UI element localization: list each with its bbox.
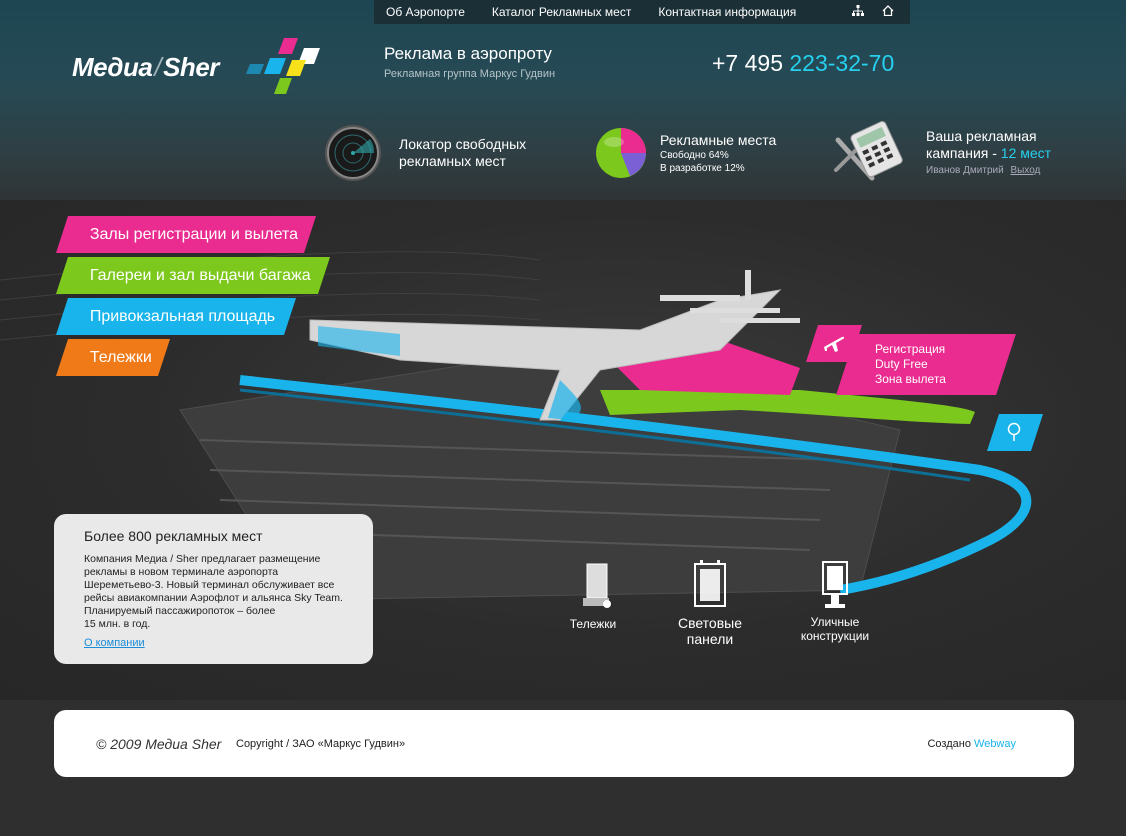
info-box: Более 800 рекламных мест Компания Медиа … bbox=[54, 514, 373, 664]
nav-catalog[interactable]: Каталог Рекламных мест bbox=[491, 5, 632, 19]
equipment-light-panels[interactable]: Световые панели bbox=[670, 560, 750, 647]
panels-label-line2: панели bbox=[686, 631, 734, 647]
places-development: В разработке 12% bbox=[660, 162, 745, 174]
nav-contacts[interactable]: Контактная информация bbox=[658, 5, 797, 19]
registration-zone-text: Регистрация Duty Free Зона вылета bbox=[875, 342, 946, 387]
light-panel-icon bbox=[694, 560, 726, 607]
zone-registration-departure[interactable]: Залы регистрации и вылета bbox=[55, 216, 317, 253]
logo-part1: Медиа bbox=[72, 52, 153, 82]
tag-line-duty-free: Duty Free bbox=[875, 357, 928, 371]
footer-copyright: © 2009 Медиа Sher bbox=[96, 736, 222, 752]
tag-line-departure: Зона вылета bbox=[875, 372, 946, 386]
places-widget[interactable]: Рекламные места Свободно 64% В разработк… bbox=[594, 126, 776, 180]
places-title: Рекламные места bbox=[660, 131, 777, 148]
info-line: рейсы авиакомпании Аэрофлот и альянса Sk… bbox=[84, 592, 343, 604]
logo[interactable]: Медиа/Sher bbox=[72, 38, 332, 96]
header-tagline: Реклама в аэропроту Рекламная группа Мар… bbox=[384, 44, 555, 80]
places-free: Свободно 64% bbox=[660, 149, 729, 161]
campaign-count[interactable]: 12 мест bbox=[1000, 145, 1052, 161]
locator-title-line1: Локатор свободных bbox=[399, 136, 527, 152]
info-line: 15 млн. в год. bbox=[84, 618, 151, 630]
nav-about-airport[interactable]: Об Аэропорте bbox=[386, 5, 465, 19]
phone-tools-icon bbox=[834, 121, 903, 181]
info-heading: Более 800 рекламных мест bbox=[84, 528, 263, 544]
cart-icon bbox=[583, 563, 611, 608]
airplane-icon bbox=[824, 336, 845, 352]
phone-prefix: +7 495 bbox=[712, 50, 783, 76]
locator-title-line2: рекламных мест bbox=[399, 153, 506, 169]
logo-text: Медиа/Sher bbox=[72, 52, 219, 82]
zone-galleries-baggage[interactable]: Галереи и зал выдачи багажа bbox=[55, 257, 331, 294]
carts-label: Тележки bbox=[569, 617, 617, 631]
info-text: Компания Медиа / Sher предлагает размеще… bbox=[84, 553, 355, 631]
footer: © 2009 Медиа Sher Copyright / ЗАО «Марку… bbox=[54, 710, 1074, 777]
zone-green bbox=[600, 390, 975, 424]
footer-company: Copyright / ЗАО «Маркус Гудвин» bbox=[236, 738, 406, 750]
street-label-line1: Уличные bbox=[810, 615, 860, 629]
equipment-street-constructions[interactable]: Уличные конструкции bbox=[794, 560, 876, 643]
logo-squares-icon bbox=[246, 38, 320, 94]
road-cyan bbox=[239, 375, 1032, 595]
top-navigation: Об Аэропорте Каталог Рекламных мест Конт… bbox=[374, 0, 910, 24]
location-pin-icon bbox=[1007, 422, 1021, 441]
webway-link[interactable]: Webway bbox=[974, 738, 1016, 750]
panels-label-line1: Световые bbox=[677, 615, 743, 631]
campaign-widget[interactable]: Ваша рекламная кампания - 12 мест Иванов… bbox=[832, 120, 1051, 184]
zone-label: Залы регистрации и вылета bbox=[90, 225, 299, 243]
info-line: Планируемый пассажиропоток – более bbox=[84, 605, 276, 617]
created-by-label: Создано bbox=[927, 738, 971, 750]
locator-widget[interactable]: Локатор свободных рекламных мест bbox=[324, 124, 526, 182]
billboard-icon bbox=[822, 561, 848, 608]
sitemap-icon[interactable] bbox=[852, 5, 864, 19]
site-title: Реклама в аэропроту bbox=[384, 44, 552, 63]
zone-station-square[interactable]: Привокзальная площадь bbox=[55, 298, 297, 335]
campaign-title-line1: Ваша рекламная bbox=[926, 128, 1037, 144]
about-company-link[interactable]: О компании bbox=[84, 637, 145, 649]
tag-line-registration: Регистрация bbox=[875, 342, 946, 356]
home-icon[interactable] bbox=[882, 5, 894, 19]
logout-link[interactable]: Выход bbox=[1010, 165, 1041, 176]
site-subtitle: Рекламная группа Маркус Гудвин bbox=[384, 68, 556, 80]
nav-icons bbox=[852, 5, 910, 19]
phone: +7 495 223-32-70 bbox=[712, 50, 894, 77]
phone-number: 223-32-70 bbox=[789, 50, 895, 76]
zone-label: Привокзальная площадь bbox=[90, 307, 276, 325]
zone-label: Тележки bbox=[90, 348, 152, 366]
user-name: Иванов Дмитрий bbox=[926, 165, 1004, 176]
info-line: Шереметьево-3. Новый терминал обслуживае… bbox=[84, 579, 335, 591]
street-label-line2: конструкции bbox=[800, 629, 870, 643]
logo-part2: Sher bbox=[163, 52, 219, 82]
header-background bbox=[0, 0, 1126, 220]
zone-label: Галереи и зал выдачи багажа bbox=[90, 266, 311, 284]
footer-created-by: Создано Webway bbox=[927, 738, 1016, 750]
info-line: рекламы в новом терминале аэропорта bbox=[84, 566, 279, 578]
zone-carts[interactable]: Тележки bbox=[55, 339, 171, 376]
radar-icon bbox=[325, 125, 381, 181]
info-line: Компания Медиа / Sher предлагает размеще… bbox=[84, 553, 321, 565]
equipment-carts[interactable]: Тележки bbox=[562, 562, 624, 631]
terminal-building bbox=[309, 289, 782, 421]
campaign-title-prefix: кампания - bbox=[926, 145, 997, 161]
pie-chart-icon bbox=[596, 128, 646, 178]
